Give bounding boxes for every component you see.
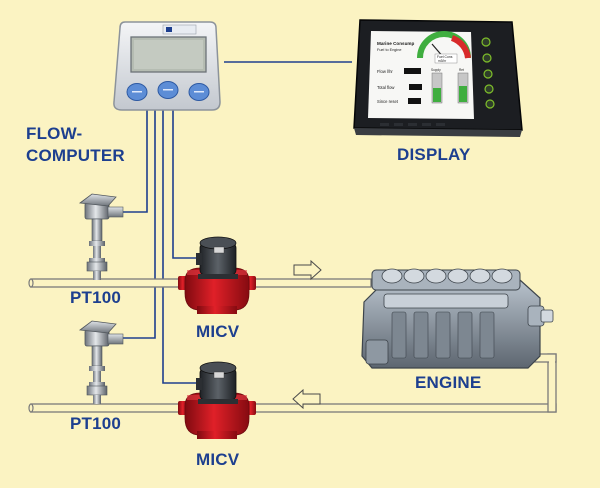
right-arrow-icon — [293, 259, 322, 281]
return-pipe — [28, 353, 557, 413]
pt100-bottom-label: PT100 — [70, 414, 122, 433]
hmi-title-line1: Marine Consump — [377, 41, 414, 46]
hmi-row2-label: Total flow — [377, 85, 395, 90]
wire-pt100-top — [122, 110, 148, 213]
wire-micv-bottom — [162, 110, 196, 384]
hmi-title-line2: Fuel to Engine — [377, 48, 402, 52]
hmi-gauge-label-line1: Fuel Cons — [437, 55, 453, 59]
flow-computer-label-line1: FLOW- — [26, 124, 83, 143]
display-device — [353, 19, 523, 137]
hmi-col2-label: Ret — [459, 68, 464, 72]
wire-pt100-bottom — [122, 110, 156, 339]
pt100-sensor-top — [78, 193, 124, 280]
display-label: DISPLAY — [397, 145, 471, 164]
hmi-gauge-label-line2: m3/hr — [438, 59, 447, 63]
pt100-top-label: PT100 — [70, 288, 122, 307]
pt100-sensor-bottom — [78, 320, 124, 404]
signal-wires — [122, 61, 352, 384]
display-side-buttons — [481, 37, 495, 109]
flow-computer-label-line2: COMPUTER — [26, 146, 125, 165]
left-arrow-icon — [292, 388, 321, 410]
micv-bottom-label: MICV — [196, 450, 240, 469]
hmi-col1-label: Supply — [431, 68, 441, 72]
engine-block — [361, 268, 554, 369]
micv-flowmeter-top — [178, 236, 256, 314]
hmi-row3-label: Since reset — [377, 99, 399, 104]
micv-flowmeter-bottom — [178, 361, 256, 439]
hmi-row1-label: Flow l/hr — [377, 69, 393, 74]
flow-computer-device — [113, 21, 221, 111]
wire-micv-top — [172, 110, 196, 259]
engine-label: ENGINE — [415, 373, 482, 392]
display-screen — [368, 31, 474, 119]
micv-top-label: MICV — [196, 322, 240, 341]
